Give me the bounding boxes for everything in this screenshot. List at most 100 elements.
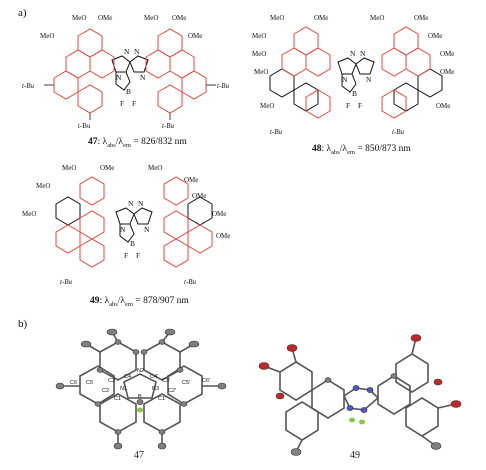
left-arm-rings <box>281 26 331 119</box>
atom-label: N3 <box>152 386 159 392</box>
label-meo: MeO <box>62 164 76 172</box>
label-n: N <box>128 199 134 208</box>
structure-caption: 47 <box>134 450 144 461</box>
label-meo: MeO <box>22 210 36 218</box>
label-meo: MeO <box>252 50 266 58</box>
left-arm-rings <box>53 28 115 114</box>
atom-label: C3 <box>108 378 115 384</box>
label-n: N <box>120 225 126 234</box>
label-b: B <box>130 239 135 248</box>
bodipy-core <box>337 57 375 93</box>
label-tbu: t-Bu <box>78 122 91 130</box>
atom-label: C2' <box>168 388 176 394</box>
crystal-structure-47: C6 C5 C3 C4 N2 C4' C3' C5' C6' C2 N1 N3 … <box>55 328 227 461</box>
left-arm-rings <box>55 176 105 268</box>
label-ome: OMe <box>98 14 112 22</box>
label-meo: MeO <box>144 14 158 22</box>
label-meo: MeO <box>40 32 54 40</box>
atom-label: C4 <box>124 374 131 380</box>
compound-id: 48 <box>312 144 322 154</box>
right-arm-rings <box>163 176 213 268</box>
label-n: N <box>138 199 144 208</box>
atom-label: C4' <box>150 374 158 380</box>
label-meo: MeO <box>370 14 384 22</box>
label-n: N <box>144 225 150 234</box>
label-b: B <box>126 87 131 96</box>
label-ome: OMe <box>100 164 114 172</box>
label-n: N <box>366 75 372 84</box>
em-subscript: em <box>123 141 131 149</box>
crystal-structure-49: 49 <box>258 334 462 461</box>
label-f: F <box>132 99 136 108</box>
label-ome: OMe <box>216 232 230 240</box>
label-f: F <box>346 101 350 110</box>
label-meo: MeO <box>36 182 50 190</box>
atom-label: C3' <box>162 378 170 384</box>
right-arm-rings <box>381 26 431 119</box>
label-tbu: t-Bu <box>162 122 175 130</box>
atom-label: N1 <box>120 386 127 392</box>
bodipy-core <box>115 207 153 243</box>
em-subscript: em <box>347 148 355 156</box>
label-tbu: t-Bu <box>217 82 230 90</box>
abs-subscript: abs <box>109 300 118 308</box>
label-f: F <box>124 251 128 260</box>
atom-label: N2 <box>137 368 144 374</box>
caption-sep: : <box>99 296 105 306</box>
label-n: N <box>116 73 122 82</box>
caption-47: 47: λabs/λem = 826/832 nm <box>88 137 187 149</box>
panel-a-label: a) <box>18 7 27 19</box>
label-tbu: t-Bu <box>270 128 283 136</box>
right-arm-rings <box>187 196 213 226</box>
label-ome: OMe <box>440 68 454 76</box>
label-ome: OMe <box>184 176 198 184</box>
atom-label: C6' <box>202 378 210 384</box>
label-ome: OMe <box>314 14 328 22</box>
right-arm-rings <box>145 28 207 114</box>
label-ome: OMe <box>212 210 226 218</box>
atom-label: B <box>138 394 142 400</box>
label-ome: OMe <box>436 102 450 110</box>
atom-label: C1' <box>158 396 166 402</box>
atom-label: C5 <box>86 380 93 386</box>
fluorine-atom <box>359 419 365 425</box>
label-meo: MeO <box>260 102 274 110</box>
label-ome: OMe <box>192 192 206 200</box>
crystal-bonds <box>263 337 457 453</box>
bodipy-core <box>111 55 149 91</box>
abs-subscript: abs <box>331 148 340 156</box>
label-ome: OMe <box>440 50 454 58</box>
label-ome: OMe <box>172 14 186 22</box>
label-n: N <box>124 47 130 56</box>
structure-47: MeO OMe MeO MeO OMe OMe t-Bu t-Bu t-Bu t… <box>22 14 230 130</box>
caption-48: 48: λabs/λem = 850/873 nm <box>312 144 411 156</box>
atom-label: C5' <box>182 380 190 386</box>
label-n: N <box>134 47 140 56</box>
fluorine-atom <box>137 407 143 413</box>
caption-49: 49: λabs/λem = 878/907 nm <box>90 296 189 308</box>
label-meo: MeO <box>252 32 266 40</box>
label-meo: MeO <box>270 14 284 22</box>
fluorine-atom <box>349 417 355 423</box>
em-subscript: em <box>125 300 133 308</box>
compound-id: 47 <box>88 137 98 147</box>
label-f: F <box>136 251 140 260</box>
panel-b-label: b) <box>18 318 28 330</box>
structure-48: MeO OMe MeO MeO MeO MeO MeO OMe OMe OMe … <box>252 14 454 136</box>
label-ome: OMe <box>414 14 428 22</box>
label-b: B <box>352 89 357 98</box>
label-ome: OMe <box>428 32 442 40</box>
atom-label: C6 <box>70 380 77 386</box>
caption-sep: : <box>321 144 327 154</box>
label-ome: OMe <box>188 32 202 40</box>
caption-values: = 878/907 nm <box>133 296 189 306</box>
left-arm-rings <box>55 196 81 226</box>
crystal-atoms <box>55 328 227 450</box>
label-tbu: t-Bu <box>60 278 73 286</box>
label-n: N <box>140 73 146 82</box>
label-n: N <box>342 75 348 84</box>
label-meo: MeO <box>72 14 86 22</box>
label-tbu: t-Bu <box>184 278 197 286</box>
label-n: N <box>350 49 356 58</box>
compound-id: 49 <box>90 296 100 306</box>
